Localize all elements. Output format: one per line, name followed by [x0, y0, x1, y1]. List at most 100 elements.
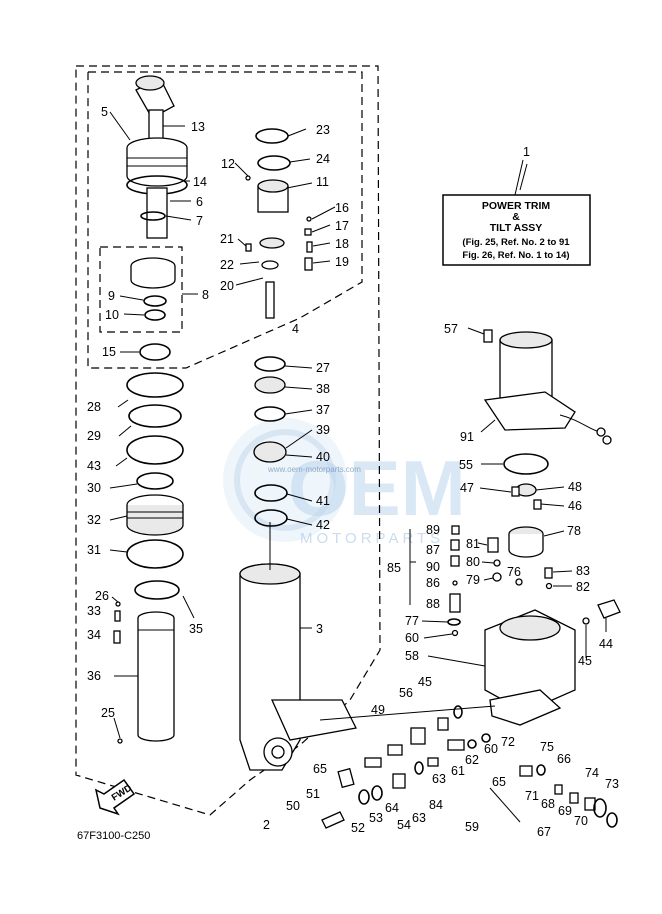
callout-86: 86: [426, 576, 440, 590]
callout-70: 70: [574, 814, 588, 828]
callout-45a: 45: [418, 675, 432, 689]
callout-21: 21: [220, 232, 234, 246]
callout-83: 83: [576, 564, 590, 578]
callout-53: 53: [369, 811, 383, 825]
callout-36: 36: [87, 669, 101, 683]
watermark-text: OEM: [288, 444, 466, 532]
callout-39: 39: [316, 423, 330, 437]
callout-2: 2: [263, 818, 270, 832]
callout-numbers: 1 2 3 4 5 6 7 8 9 10 11 12 13 14 15 16 1…: [87, 105, 619, 839]
callout-65a: 65: [313, 762, 327, 776]
callout-18: 18: [335, 237, 349, 251]
figure-code: 67F3100-C250: [77, 830, 150, 842]
callout-76: 76: [507, 565, 521, 579]
callout-56: 56: [399, 686, 413, 700]
callout-27: 27: [316, 361, 330, 375]
callout-51: 51: [306, 787, 320, 801]
callout-73: 73: [605, 777, 619, 791]
callout-15: 15: [102, 345, 116, 359]
callout-63a: 63: [432, 772, 446, 786]
callout-50: 50: [286, 799, 300, 813]
callout-78: 78: [567, 524, 581, 538]
callout-5: 5: [101, 105, 108, 119]
callout-31: 31: [87, 543, 101, 557]
callout-28: 28: [87, 400, 101, 414]
callout-44: 44: [599, 637, 613, 651]
callout-77: 77: [405, 614, 419, 628]
callout-72: 72: [501, 735, 515, 749]
callout-32: 32: [87, 513, 101, 527]
fwd-arrow-icon: FWD: [94, 778, 136, 816]
title-ref-1: (Fig. 25, Ref. No. 2 to 91: [462, 237, 570, 248]
callout-59: 59: [465, 820, 479, 834]
callout-81: 81: [466, 537, 480, 551]
outline-assembly-8: [99, 246, 183, 333]
title-box: POWER TRIM & TILT ASSY (Fig. 25, Ref. No…: [442, 159, 591, 266]
outline-assembly-4: [87, 71, 363, 369]
callout-68: 68: [541, 797, 555, 811]
callout-55: 55: [459, 458, 473, 472]
callout-49: 49: [371, 703, 385, 717]
callout-64: 64: [385, 801, 399, 815]
callout-17: 17: [335, 219, 349, 233]
callout-85: 85: [387, 561, 401, 575]
callout-75: 75: [540, 740, 554, 754]
callout-89: 89: [426, 523, 440, 537]
callout-48: 48: [568, 480, 582, 494]
watermark-subtext: MOTORPARTS: [300, 530, 444, 547]
callout-63b: 63: [412, 811, 426, 825]
callout-66: 66: [557, 752, 571, 766]
watermark-url: www.oem-motorparts.com: [267, 465, 361, 474]
cylinder-parts: [239, 128, 357, 771]
callout-87: 87: [426, 543, 440, 557]
callout-43: 43: [87, 459, 101, 473]
callout-13: 13: [191, 120, 205, 134]
callout-90: 90: [426, 560, 440, 574]
title-ref-2: Fig. 26, Ref. No. 1 to 14): [462, 250, 569, 261]
callout-84: 84: [429, 798, 443, 812]
callout-29: 29: [87, 429, 101, 443]
callout-16: 16: [335, 201, 349, 215]
callout-40: 40: [316, 450, 330, 464]
callout-82: 82: [576, 580, 590, 594]
callout-1: 1: [523, 145, 530, 159]
callout-91: 91: [460, 430, 474, 444]
callout-79: 79: [466, 573, 480, 587]
callout-52: 52: [351, 821, 365, 835]
assembly-outlines: [75, 65, 381, 816]
callout-6: 6: [196, 195, 203, 209]
callout-24: 24: [316, 152, 330, 166]
callout-69: 69: [558, 804, 572, 818]
callout-61: 61: [451, 764, 465, 778]
callout-35: 35: [189, 622, 203, 636]
callout-10: 10: [105, 308, 119, 322]
callout-58: 58: [405, 649, 419, 663]
callout-37: 37: [316, 403, 330, 417]
callout-9: 9: [108, 289, 115, 303]
callout-65b: 65: [492, 775, 506, 789]
callout-88: 88: [426, 597, 440, 611]
callout-54: 54: [397, 818, 411, 832]
callout-34: 34: [87, 628, 101, 642]
callout-62: 62: [465, 753, 479, 767]
callout-30: 30: [87, 481, 101, 495]
callout-47: 47: [460, 481, 474, 495]
callout-33: 33: [87, 604, 101, 618]
callout-46: 46: [568, 499, 582, 513]
title-line-1: POWER TRIM: [482, 200, 550, 212]
callout-20: 20: [220, 279, 234, 293]
callout-41: 41: [316, 494, 330, 508]
leader-lines: [109, 111, 607, 739]
callout-7: 7: [196, 214, 203, 228]
outline-assembly-2: [75, 65, 381, 816]
callout-23: 23: [316, 123, 330, 137]
callout-14: 14: [193, 175, 207, 189]
callout-11: 11: [316, 175, 329, 189]
tilt-ram-parts: [113, 75, 188, 744]
callout-19: 19: [335, 255, 349, 269]
callout-74: 74: [585, 766, 599, 780]
callout-8: 8: [202, 288, 209, 302]
callout-22: 22: [220, 258, 234, 272]
callout-12: 12: [221, 157, 235, 171]
